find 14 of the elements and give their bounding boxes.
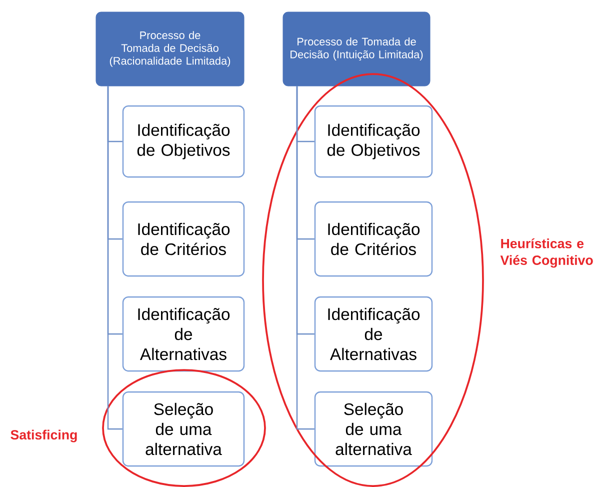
- step-box: Identificação de Critérios: [122, 201, 245, 277]
- connector-line: [107, 86, 122, 430]
- annotation-label: Heurísticas e Viés Cognitivo: [500, 238, 593, 268]
- step-box: Identificação de Objetivos: [314, 105, 433, 178]
- step-box: Identificação de Critérios: [314, 201, 433, 277]
- step-box: Identificação de Objetivos: [122, 105, 245, 178]
- header-box: Processo de Tomada de Decisão (Intuição Limitada): [282, 12, 430, 86]
- header-box: Processo de Tomada de Decisão (Racionalidade Limitada): [96, 12, 244, 86]
- connector-line: [296, 86, 314, 430]
- step-box: Identificação de Alternativas: [314, 296, 433, 372]
- step-box: Seleção de uma alternativa: [122, 391, 245, 467]
- step-box: Seleção de uma alternativa: [314, 391, 433, 467]
- step-box: Identificação de Alternativas: [122, 296, 245, 372]
- annotation-label: Satisficing: [10, 430, 77, 442]
